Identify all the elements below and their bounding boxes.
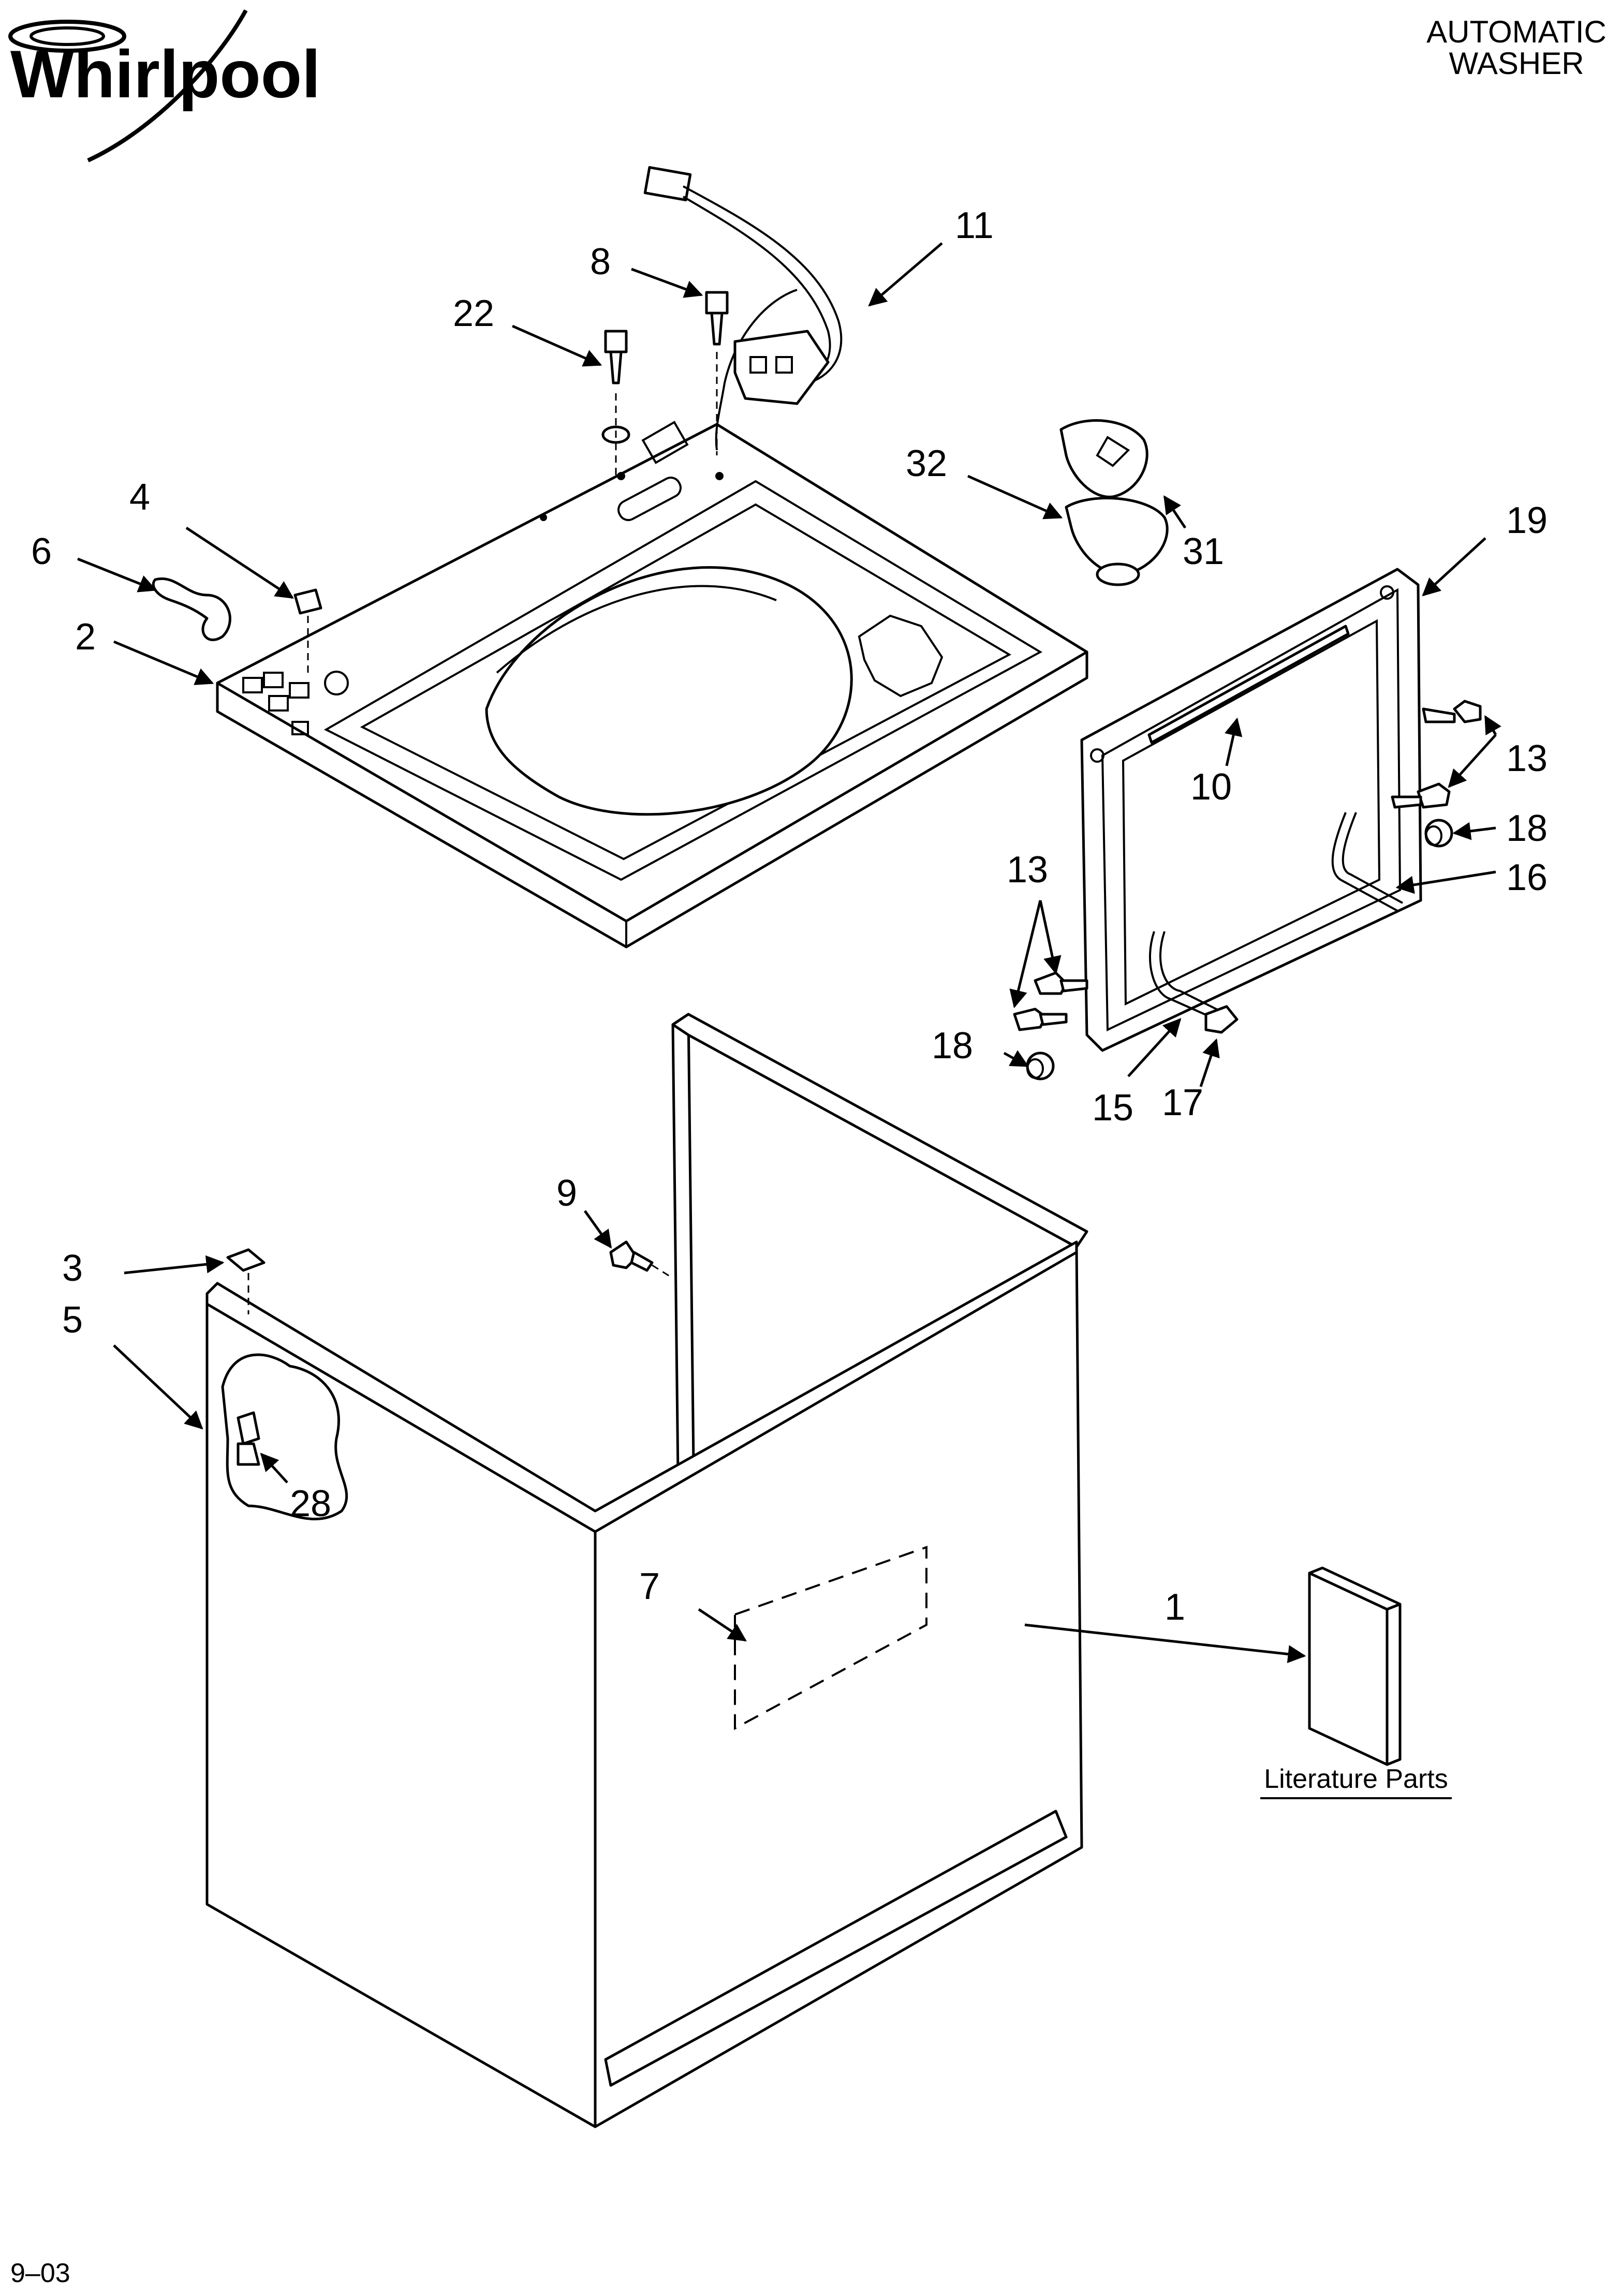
header-title-line1: AUTOMATIC — [1426, 14, 1606, 49]
arrow-icon — [1484, 715, 1501, 736]
arrow-icon — [1039, 900, 1062, 975]
callout-13-left: 13 — [1007, 849, 1048, 891]
callout-10: 10 — [1190, 766, 1232, 808]
lid-hinge-left — [1013, 931, 1239, 1080]
callout-9: 9 — [556, 1173, 577, 1214]
callout-16: 16 — [1506, 857, 1548, 898]
arrow-icon — [185, 526, 294, 599]
callout-18-left: 18 — [932, 1025, 973, 1066]
callout-labels: 1 2 3 4 5 6 7 8 9 10 11 13 13 15 16 17 1… — [31, 205, 1548, 1628]
callout-28: 28 — [290, 1483, 331, 1524]
whirlpool-logo: Whirlpool — [8, 9, 320, 162]
callout-6: 6 — [31, 531, 52, 572]
cabinet-clip — [226, 1248, 266, 1314]
callout-3: 3 — [62, 1248, 83, 1289]
callout-5: 5 — [62, 1299, 83, 1341]
screw-9 — [609, 1240, 673, 1279]
arrow-icon — [631, 268, 703, 298]
top-panel — [216, 421, 1088, 949]
lid-switch — [643, 166, 843, 451]
literature-book — [1308, 1566, 1402, 1766]
washer-lid — [1080, 568, 1422, 1052]
arrow-icon — [124, 1255, 225, 1275]
hinge-clip — [293, 588, 322, 673]
arrow-icon — [113, 640, 214, 685]
brand-name: Whirlpool — [10, 36, 320, 112]
arrow-icon — [113, 1344, 203, 1430]
arrow-icon — [1127, 1018, 1182, 1077]
callout-13-right: 13 — [1506, 738, 1548, 779]
dispenser-cap — [1059, 419, 1169, 586]
arrow-icon — [1395, 870, 1496, 894]
callout-22: 22 — [453, 293, 494, 334]
arrow-icon — [583, 1210, 612, 1249]
arrow-icon — [1448, 734, 1497, 788]
lid-hinge-right — [1331, 700, 1482, 912]
callout-11: 11 — [955, 205, 994, 246]
screw-22 — [601, 330, 630, 476]
arrow-icon — [1225, 717, 1243, 766]
arrow-icon — [967, 475, 1063, 520]
arrow-icon — [77, 557, 157, 592]
arrow-icon — [1199, 1038, 1220, 1087]
callout-1: 1 — [1165, 1587, 1185, 1628]
arrow-icon — [1422, 537, 1486, 597]
arrow-icon — [868, 242, 943, 307]
callout-15: 15 — [1092, 1087, 1133, 1129]
leader-arrows — [77, 242, 1501, 1663]
callout-19: 19 — [1506, 500, 1548, 541]
callout-7: 7 — [639, 1566, 660, 1607]
arrow-icon — [1024, 1623, 1306, 1663]
callout-32: 32 — [906, 443, 947, 484]
callout-18-right: 18 — [1506, 808, 1548, 849]
callout-8: 8 — [590, 241, 611, 283]
callout-4: 4 — [129, 477, 150, 518]
literature-parts-label: Literature Parts — [1264, 1764, 1448, 1794]
screw-8 — [705, 291, 729, 455]
serial-label-area — [734, 1546, 927, 1730]
arrow-icon — [511, 324, 602, 367]
arrow-icon — [1003, 1050, 1029, 1068]
cutaway-screw-28 — [221, 1353, 348, 1520]
callout-17: 17 — [1162, 1082, 1203, 1123]
wire-clip — [152, 577, 231, 641]
arrow-icon — [1452, 822, 1496, 840]
callout-2: 2 — [75, 616, 96, 658]
arrow-icon — [698, 1608, 747, 1642]
callout-31: 31 — [1183, 531, 1224, 572]
arrow-icon — [1009, 900, 1042, 1009]
arrow-icon — [1163, 495, 1187, 529]
header-title-line2: WASHER — [1449, 46, 1584, 81]
footer-date-code: 9–03 — [10, 2258, 70, 2288]
arrow-icon — [260, 1453, 288, 1484]
